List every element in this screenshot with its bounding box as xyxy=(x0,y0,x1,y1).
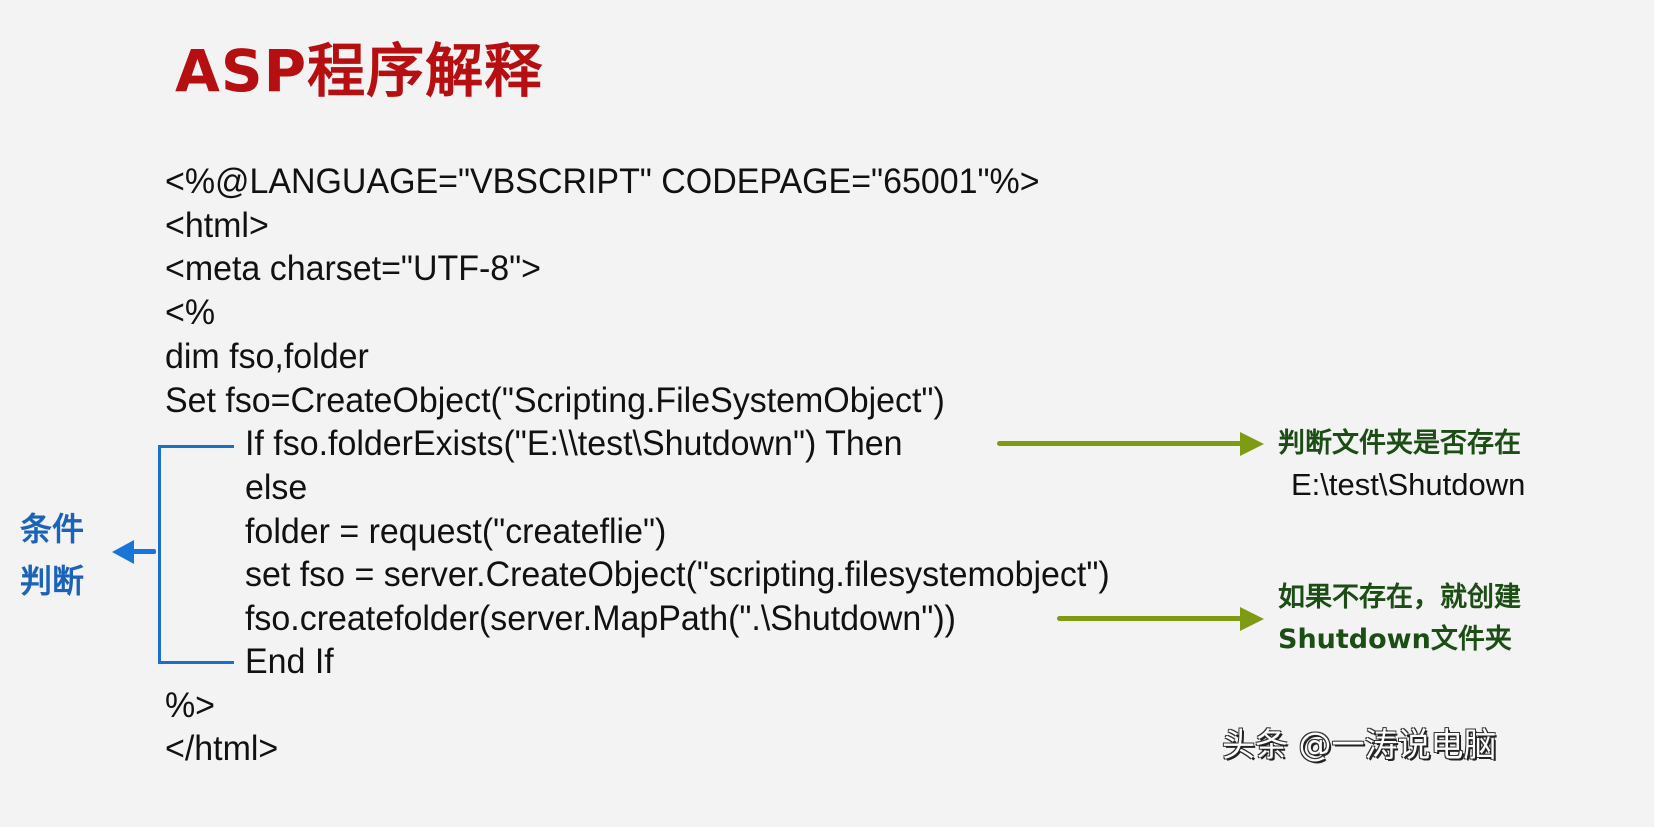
code-line: folder = request("createflie") xyxy=(245,512,667,551)
code-line: else xyxy=(245,468,308,507)
slide-title: ASP程序解释 xyxy=(175,37,544,105)
bracket-top-line xyxy=(158,445,234,448)
note-1-path: E:\test\Shutdown xyxy=(1291,467,1526,502)
code-line: <% xyxy=(165,293,216,332)
condition-label-line2: 判断 xyxy=(20,562,85,600)
code-line: End If xyxy=(245,642,334,681)
note-2-title: 如果不存在，就创建 xyxy=(1278,582,1521,613)
code-line: If fso.folderExists("E:\\test\Shutdown")… xyxy=(245,424,903,463)
bracket-vertical-line xyxy=(158,445,161,664)
note-2-subtitle: Shutdown文件夹 xyxy=(1278,624,1512,655)
code-line: %> xyxy=(165,686,216,725)
code-line: dim fso,folder xyxy=(165,337,369,376)
code-line: fso.createfolder(server.MapPath(".\Shutd… xyxy=(245,599,956,638)
code-line: <meta charset="UTF-8"> xyxy=(165,249,542,288)
code-line: <%@LANGUAGE="VBSCRIPT" CODEPAGE="65001"%… xyxy=(165,162,1040,201)
code-line: set fso = server.CreateObject("scripting… xyxy=(245,555,1110,594)
bracket-bottom-line xyxy=(158,661,234,664)
condition-label-line1: 条件 xyxy=(20,510,85,548)
code-line: </html> xyxy=(165,729,279,768)
watermark: 头条 @一涛说电脑 xyxy=(1222,725,1497,764)
note-1-title: 判断文件夹是否存在 xyxy=(1278,428,1521,459)
code-line: Set fso=CreateObject("Scripting.FileSyst… xyxy=(165,381,945,420)
code-line: <html> xyxy=(165,206,269,245)
